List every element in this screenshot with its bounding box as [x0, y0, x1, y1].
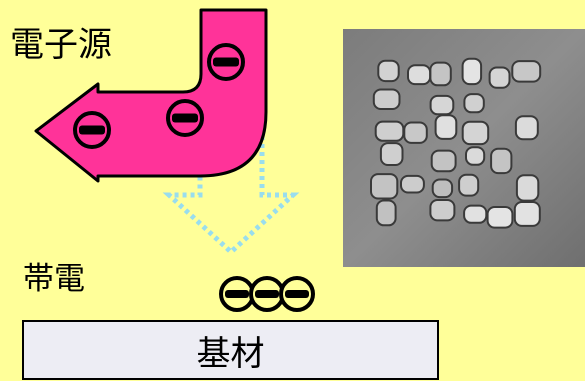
- sem-particle: [465, 146, 486, 166]
- sem-particle: [463, 93, 485, 114]
- sem-particle: [403, 121, 428, 144]
- sem-particle: [377, 59, 400, 83]
- sem-micrograph-image: [343, 29, 585, 267]
- sem-particle: [379, 142, 404, 166]
- charging-label: 帯電: [23, 261, 85, 297]
- sem-particle: [407, 64, 432, 86]
- sem-particle: [488, 66, 511, 89]
- substrate: 基材: [22, 320, 439, 380]
- surface-charge-icon: [249, 276, 285, 312]
- sem-particle: [514, 115, 539, 141]
- sem-particle: [513, 201, 541, 227]
- electron-source-label: 電子源: [10, 25, 112, 65]
- sem-particle: [370, 173, 399, 200]
- sem-particle: [461, 57, 483, 86]
- electron-icon: [166, 99, 204, 137]
- sem-particle: [372, 88, 401, 110]
- sem-particle: [429, 61, 452, 87]
- sem-particle: [374, 120, 405, 142]
- sem-particle: [429, 199, 456, 222]
- sem-particle: [511, 60, 542, 83]
- sem-particle: [463, 204, 488, 224]
- surface-charge-icon: [219, 276, 255, 312]
- sem-particle: [490, 147, 513, 175]
- electron-icon: [73, 111, 111, 149]
- sem-particle: [430, 149, 457, 173]
- sem-particle: [515, 174, 540, 202]
- sem-particle: [431, 178, 454, 199]
- sem-particle: [375, 199, 397, 227]
- sem-particle: [486, 206, 514, 229]
- electron-beam-arrow: [34, 8, 268, 183]
- substrate-label: 基材: [196, 333, 265, 374]
- surface-charge-icon: [279, 276, 315, 312]
- sem-particle: [461, 120, 490, 146]
- sem-particle: [400, 174, 425, 194]
- sem-particle: [434, 114, 458, 140]
- electron-icon: [207, 43, 245, 81]
- sem-particle: [429, 94, 455, 116]
- sem-particle: [458, 173, 480, 197]
